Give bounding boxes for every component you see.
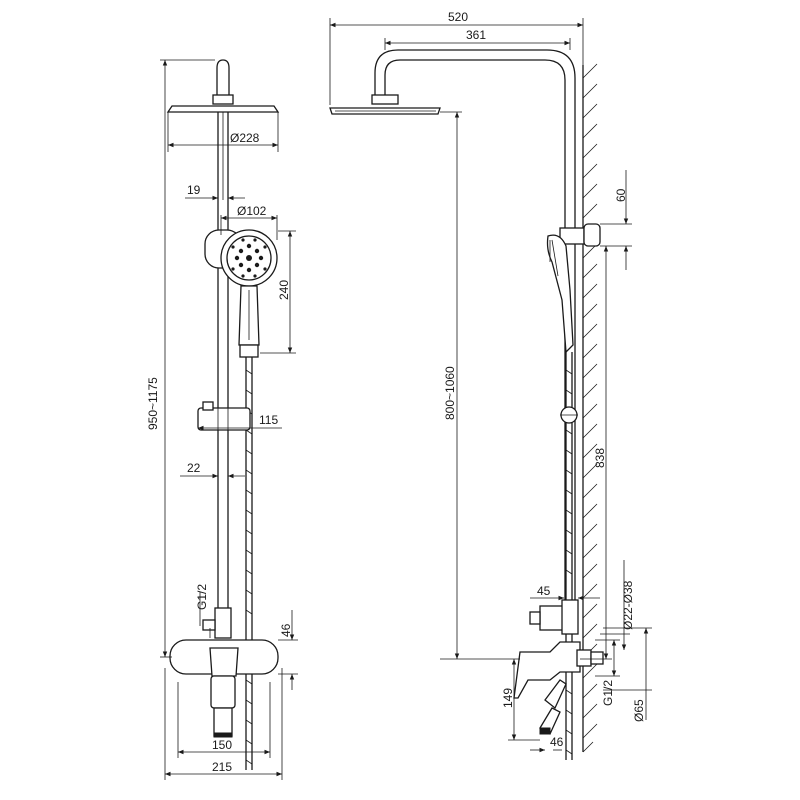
side-dimensions <box>329 18 652 753</box>
label-total-reach: 520 <box>448 10 468 24</box>
label-holder-offset: 60 <box>614 188 628 202</box>
side-hand-shower <box>546 234 574 354</box>
front-view: Ø228 19 Ø102 240 115 22 950~1175 G1/2 46… <box>146 59 298 780</box>
label-mixer-width: 215 <box>212 760 232 774</box>
label-spout-width: 150 <box>212 738 232 752</box>
side-holder-bracket <box>559 223 601 247</box>
side-wall <box>582 63 598 753</box>
front-dimensions <box>160 59 298 780</box>
label-pipe-range: Ø22-Ø38 <box>621 580 635 630</box>
label-head-height: 800~1060 <box>443 366 457 420</box>
side-view: 520 361 60 800~1060 838 45 Ø22-Ø38 149 G… <box>329 10 652 760</box>
label-spout-depth: 46 <box>550 735 564 749</box>
label-spout-drop: 149 <box>501 688 515 708</box>
label-inlet-thread: G1/2 <box>601 680 615 706</box>
label-rail-diameter: 22 <box>187 461 201 475</box>
front-labels: Ø228 19 Ø102 240 115 22 950~1175 G1/2 46… <box>146 131 293 774</box>
side-slider <box>560 406 578 424</box>
label-rail-offset: 19 <box>187 183 201 197</box>
label-hand-length: 240 <box>277 280 291 300</box>
front-slider <box>197 401 251 431</box>
label-total-height: 950~1175 <box>146 377 160 430</box>
side-shower-arm <box>374 49 576 600</box>
side-labels: 520 361 60 800~1060 838 45 Ø22-Ø38 149 G… <box>443 10 646 749</box>
front-diverter <box>202 607 232 639</box>
front-overhead-shower <box>166 59 280 113</box>
label-holder-height: 838 <box>593 448 607 468</box>
label-inlet-thread: G1/2 <box>195 584 209 610</box>
front-mixer <box>169 639 279 738</box>
front-shower-rail <box>217 112 229 635</box>
side-diverter <box>529 599 579 635</box>
label-mixer-height: 46 <box>279 623 293 637</box>
label-flange-diameter: Ø65 <box>632 699 646 722</box>
label-arm-reach: 361 <box>466 28 486 42</box>
label-slider-width: 115 <box>259 413 278 427</box>
side-overhead-shower <box>329 94 441 115</box>
side-mixer <box>513 641 604 735</box>
front-hand-shower <box>220 229 278 358</box>
label-head-diameter: Ø228 <box>230 131 260 145</box>
label-clamp-depth: 45 <box>537 584 551 598</box>
label-hand-head-diameter: Ø102 <box>237 204 267 218</box>
